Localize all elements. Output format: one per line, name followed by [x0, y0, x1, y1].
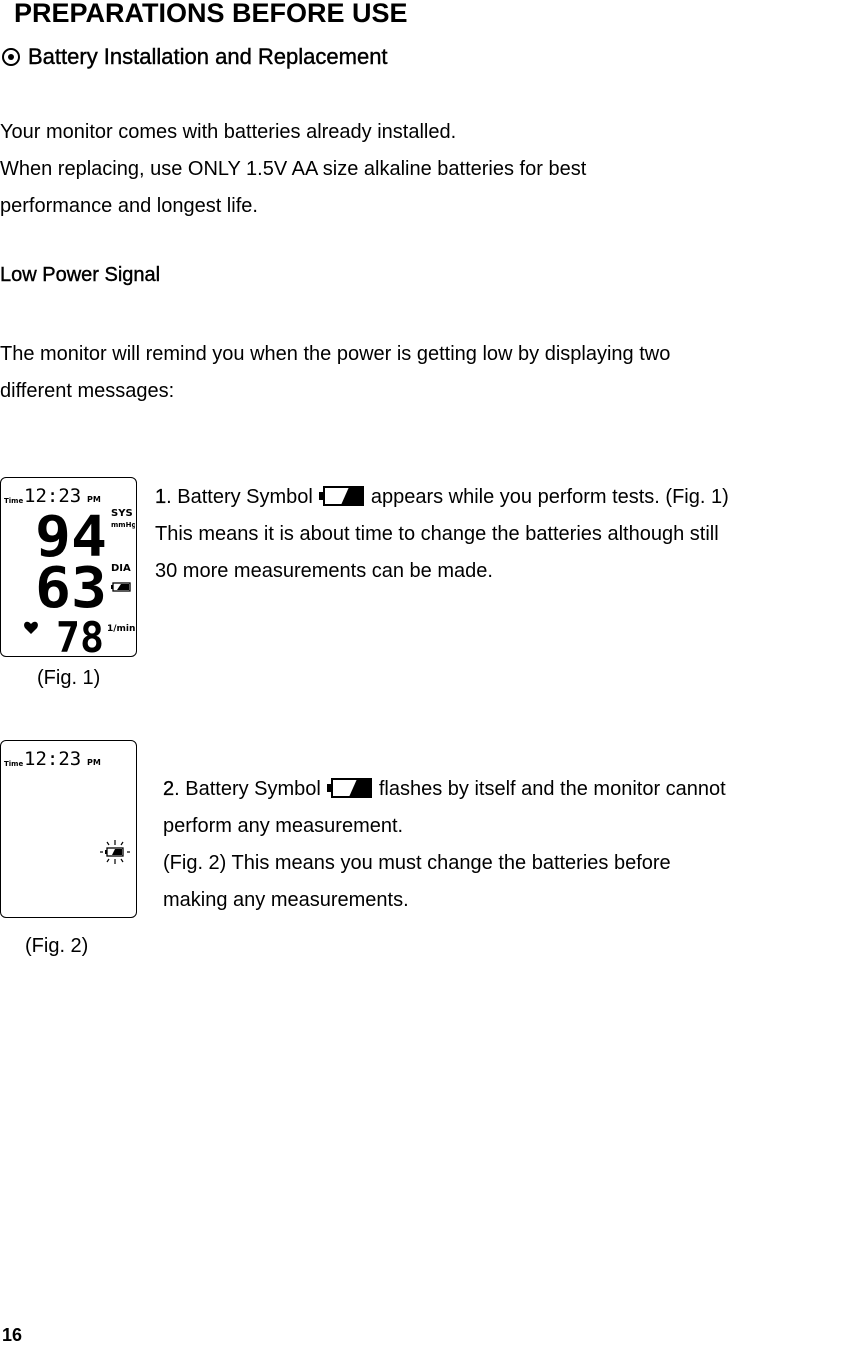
low-power-heading: Low Power Signal	[0, 264, 161, 286]
fig2-lcd-display: Time 12:23 PM	[0, 740, 137, 918]
low-power-paragraph: The monitor will remind you when the pow…	[0, 336, 670, 410]
fig1-unit-label: mmHg	[111, 521, 135, 529]
fig1-dia-value: 63	[35, 556, 107, 621]
fig2-ampm: PM	[87, 758, 101, 767]
section-heading-text: Battery Installation and Replacement	[28, 44, 388, 69]
fig2-time-label: Time	[4, 760, 23, 768]
flashing-battery-icon	[100, 840, 130, 864]
fig1-lcd-display: Time 12:23 PM SYS mmHg 94 DIA 63 78 1/mi…	[0, 477, 137, 662]
item-number: 1	[155, 486, 167, 508]
fig2-line: making any measurements.	[163, 889, 409, 911]
fig1-pulse-unit: 1/min	[107, 624, 135, 634]
fig2-line: (Fig. 2) This means you must change the …	[163, 852, 671, 874]
circled-dot-icon	[2, 48, 20, 66]
intro-line: performance and longest life.	[0, 195, 258, 217]
fig1-sys-label: SYS	[111, 508, 133, 519]
fig2-description: 2. Battery Symbol flashes by itself and t…	[163, 771, 726, 919]
fig1-time-label: Time	[4, 497, 23, 505]
fig2-first-line: 2. Battery Symbol flashes by itself and t…	[163, 771, 726, 808]
item-number: 2	[163, 778, 175, 800]
fig2-display-graphic: Time 12:23 PM	[4, 748, 130, 864]
page-title: PREPARATIONS BEFORE USE	[14, 0, 408, 28]
fig1-ampm: PM	[87, 495, 101, 504]
fig1-display-graphic: Time 12:23 PM SYS mmHg 94 DIA 63 78 1/mi…	[4, 485, 136, 662]
fig2-text-after-icon: flashes by itself and the monitor cannot	[378, 778, 726, 800]
fig2-line: perform any measurement.	[163, 815, 404, 837]
low-battery-icon	[318, 486, 364, 506]
fig1-line: 30 more measurements can be made.	[155, 560, 493, 582]
fig1-line: This means it is about time to change th…	[155, 523, 719, 545]
fig1-time-value: 12:23	[24, 485, 81, 507]
fig1-sys-value: 94	[35, 505, 107, 570]
intro-line: When replacing, use ONLY 1.5V AA size al…	[0, 158, 587, 180]
heart-icon	[24, 621, 38, 634]
fig2-text-before-icon: . Battery Symbol	[174, 778, 321, 800]
low-power-line: different messages:	[0, 380, 175, 402]
fig1-first-line: 1. Battery Symbol appears while you perfo…	[155, 479, 729, 516]
intro-line: Your monitor comes with batteries alread…	[0, 121, 457, 143]
intro-paragraph: Your monitor comes with batteries alread…	[0, 114, 586, 225]
fig1-dia-label: DIA	[111, 563, 131, 574]
page-number: 16	[2, 1325, 23, 1345]
fig1-text-before-icon: . Battery Symbol	[166, 486, 313, 508]
low-battery-icon	[111, 582, 131, 592]
fig1-caption: (Fig. 1)	[37, 667, 101, 689]
fig2-caption: (Fig. 2)	[25, 935, 89, 957]
fig2-time-value: 12:23	[24, 748, 81, 770]
fig1-description: 1. Battery Symbol appears while you perfo…	[155, 479, 729, 590]
low-battery-icon	[326, 778, 372, 798]
low-power-line: The monitor will remind you when the pow…	[0, 343, 671, 365]
fig1-text-after-icon: appears while you perform tests. (Fig. 1…	[370, 486, 729, 508]
section-heading: Battery Installation and Replacement	[2, 44, 388, 70]
fig1-pulse-value: 78	[56, 613, 104, 655]
